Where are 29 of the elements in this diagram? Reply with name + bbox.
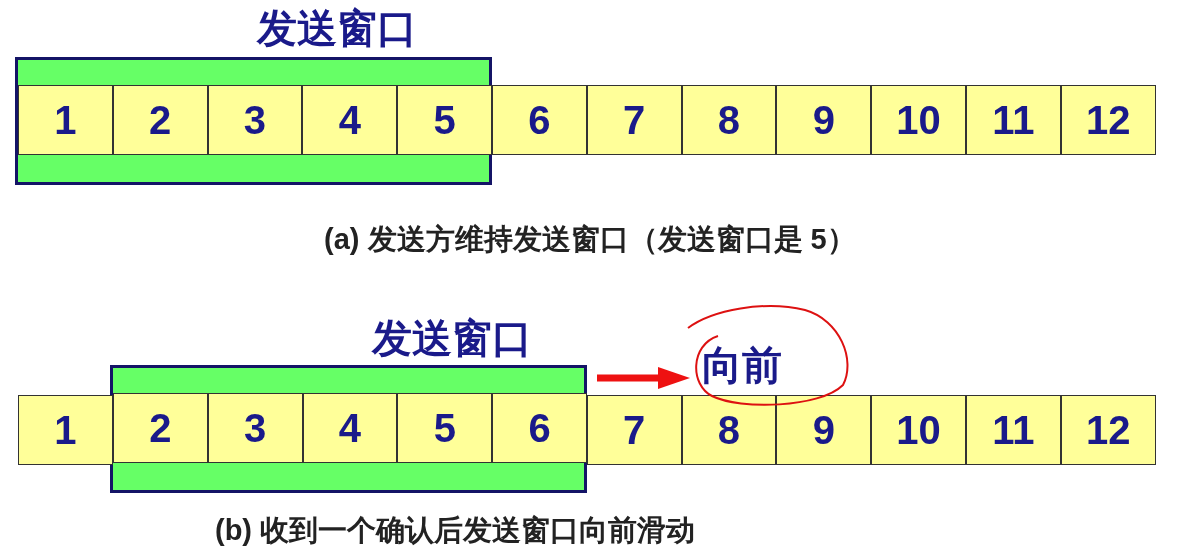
number-cell: 8 — [681, 85, 777, 155]
number-cell: 1 — [18, 85, 113, 155]
number-cell: 11 — [966, 85, 1061, 155]
direction-label: 向前 — [702, 342, 782, 388]
number-cell: 7 — [586, 395, 682, 465]
number-cell: 11 — [966, 395, 1061, 465]
number-cell: 9 — [776, 395, 872, 465]
number-cell: 4 — [302, 393, 398, 463]
window-title: 发送窗口 — [257, 5, 417, 51]
number-cell: 3 — [207, 393, 303, 463]
number-cell: 2 — [112, 85, 208, 155]
number-cell: 12 — [1060, 395, 1156, 465]
window-title: 发送窗口 — [372, 315, 532, 361]
number-cell: 10 — [871, 85, 966, 155]
number-cell: 6 — [492, 393, 587, 463]
number-cell: 10 — [871, 395, 966, 465]
number-cell: 12 — [1060, 85, 1156, 155]
number-cell: 1 — [18, 395, 113, 465]
number-cell: 6 — [492, 85, 587, 155]
number-cell: 3 — [207, 85, 303, 155]
number-cell: 8 — [681, 395, 777, 465]
number-cell: 9 — [776, 85, 872, 155]
number-cell: 7 — [586, 85, 682, 155]
number-cell: 2 — [113, 393, 208, 463]
number-cell: 4 — [302, 85, 398, 155]
number-cell: 5 — [397, 85, 492, 155]
caption: (b) 收到一个确认后发送窗口向前滑动 — [215, 513, 696, 547]
number-cell: 5 — [397, 393, 493, 463]
caption: (a) 发送方维持发送窗口（发送窗口是 5） — [324, 222, 856, 256]
